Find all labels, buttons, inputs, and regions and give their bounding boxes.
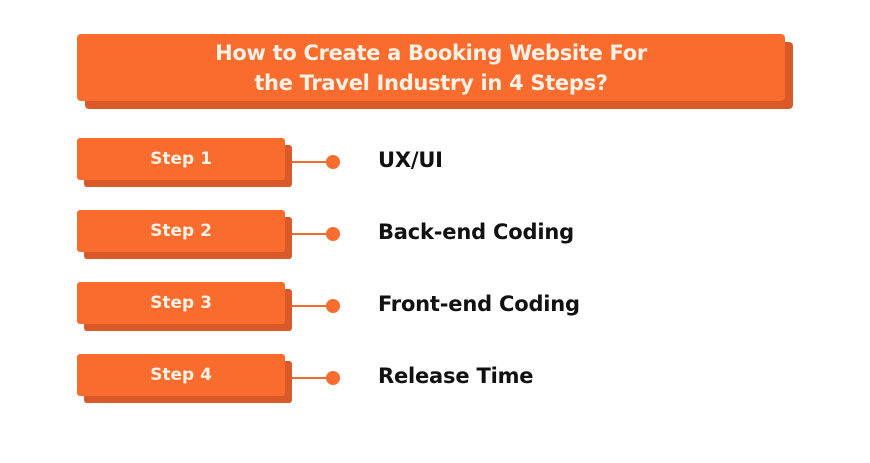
title-line-1: How to Create a Booking Website For — [215, 40, 647, 65]
connector-dot-icon — [326, 227, 340, 241]
connector-line — [292, 161, 330, 163]
connector-dot-icon — [326, 155, 340, 169]
connector-line — [292, 305, 330, 307]
step-row-2: Step 2 Back-end Coding — [77, 210, 677, 266]
step-row-4: Step 4 Release Time — [77, 354, 677, 410]
step-label: Front-end Coding — [378, 292, 580, 316]
step-label: Release Time — [378, 364, 534, 388]
title-line-2: the Travel Industry in 4 Steps? — [254, 70, 608, 95]
step-row-1: Step 1 UX/UI — [77, 138, 677, 194]
step-badge: Step 1 — [77, 138, 285, 180]
connector-line — [292, 233, 330, 235]
title-banner: How to Create a Booking Website For the … — [77, 34, 793, 109]
step-label: UX/UI — [378, 148, 443, 172]
step-label: Back-end Coding — [378, 220, 574, 244]
connector-dot-icon — [326, 299, 340, 313]
connector-dot-icon — [326, 371, 340, 385]
step-badge: Step 4 — [77, 354, 285, 396]
title-box: How to Create a Booking Website For the … — [77, 34, 785, 101]
step-row-3: Step 3 Front-end Coding — [77, 282, 677, 338]
connector-line — [292, 377, 330, 379]
step-badge: Step 3 — [77, 282, 285, 324]
step-badge: Step 2 — [77, 210, 285, 252]
